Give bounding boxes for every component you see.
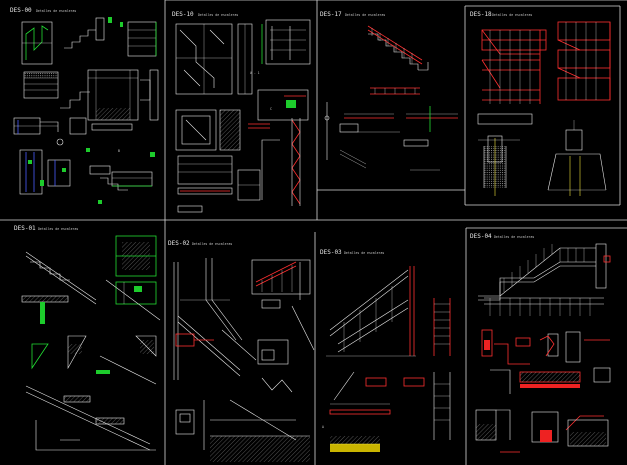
sheet-des-03[interactable]: DES-03 Detalles de escaleras [320,249,451,452]
sheet-title: DES-04 [470,233,492,240]
sheet-subtitle: Detalles de escaleras [198,13,238,17]
sheet-subtitle: Detalles de escaleras [344,251,384,255]
sheet-des-10[interactable]: DES-10 Detalles de escaleras A - 1 [172,11,311,213]
label-a: A [322,425,324,429]
sheet-subtitle: Detalles de escaleras [192,242,232,246]
sheet-des-17[interactable]: DES-17 Detalles de escaleras [320,11,458,171]
sheet-title: DES-02 [168,240,190,247]
stair-3d-left [481,29,547,104]
sheet-des-00[interactable]: DES-00 Detalles de escaleras [10,7,159,204]
sheet-des-02[interactable]: DES-02 Detalles de escaleras [168,240,315,462]
sheet-title: DES-18 [470,11,492,18]
sheet-des-01[interactable]: DES-01 Detalles de escaleras [14,225,161,451]
label-a1: A - 1 [250,71,260,75]
sheet-subtitle: Detalles de escaleras [38,227,78,231]
sheet-des-04[interactable]: DES-04 Detalles de escaleras [470,233,611,453]
label-c: C [270,107,272,111]
sheet-title: DES-01 [14,225,36,232]
sheet-subtitle: Detalles de escaleras [36,9,76,13]
sheet-subtitle: Detalles de escaleras [492,13,532,17]
sheet-des-18[interactable]: DES-18 Detalles de escaleras [470,11,611,196]
sheet-title: DES-03 [320,249,342,256]
sheet-subtitle: Detalles de escaleras [494,235,534,239]
sheet-title: DES-10 [172,11,194,18]
sheet-title: DES-00 [10,7,32,14]
sheet-subtitle: Detalles de escaleras [345,13,385,17]
stair-3d-right [557,21,611,101]
label-b: B [118,149,120,153]
sheet-title: DES-17 [320,11,342,18]
